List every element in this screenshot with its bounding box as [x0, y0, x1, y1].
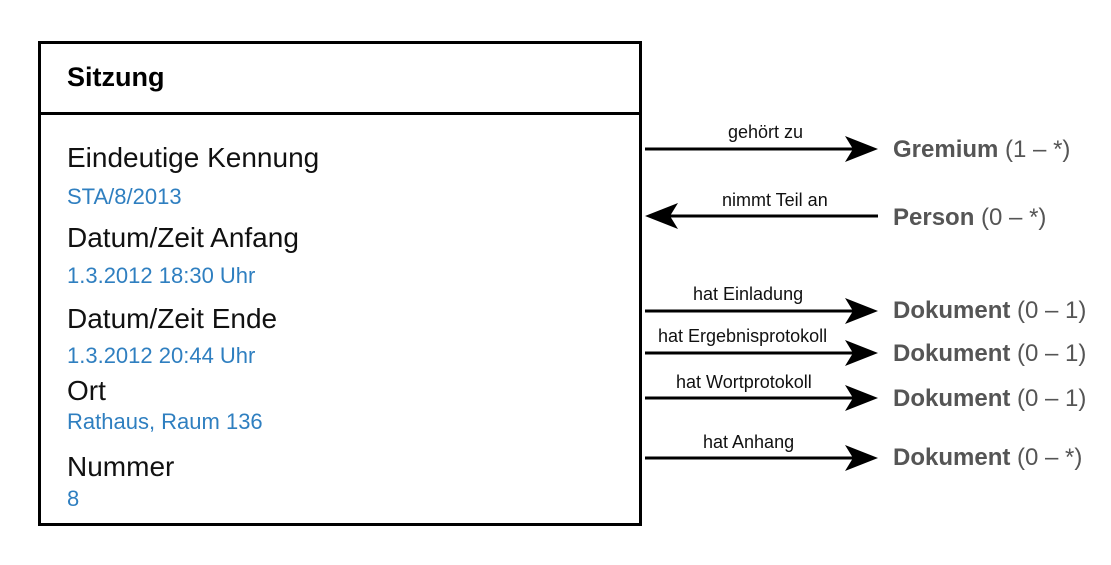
attr-label-nummer: Nummer [67, 451, 175, 482]
target-name: Gremium [893, 136, 999, 163]
target-cardinality: (0 – *) [981, 204, 1047, 231]
target-dokument-anhang: Dokument (0 – *) [893, 444, 1082, 472]
arrow-hat-anhang [645, 445, 878, 471]
entity-box-sitzung: Sitzung Eindeutige Kennung STA/8/2013 Da… [38, 41, 642, 526]
attr-label-ende: Datum/Zeit Ende [67, 303, 278, 334]
relation-label-hat-einladung: hat Einladung [693, 284, 804, 304]
attr-label-anfang: Datum/Zeit Anfang [67, 222, 299, 253]
target-cardinality: (0 – 1) [1017, 385, 1087, 412]
relation-label-nimmt-teil-an: nimmt Teil an [722, 190, 828, 210]
target-dokument-wortprotokoll: Dokument (0 – 1) [893, 385, 1086, 413]
target-gremium: Gremium (1 – *) [893, 136, 1070, 164]
target-name: Dokument [893, 340, 1011, 367]
attr-value-ort: Rathaus, Raum 136 [67, 409, 263, 434]
target-cardinality: (0 – 1) [1017, 297, 1087, 324]
target-person: Person (0 – *) [893, 204, 1046, 232]
target-cardinality: (1 – *) [1005, 136, 1071, 163]
target-cardinality: (0 – 1) [1017, 340, 1087, 367]
arrow-hat-ergebnisprotokoll [645, 340, 878, 366]
attr-label-kennung: Eindeutige Kennung [67, 142, 320, 173]
target-name: Dokument [893, 444, 1011, 471]
relation-label-hat-anhang: hat Anhang [703, 432, 795, 452]
attr-label-ort: Ort [67, 375, 106, 406]
arrow-nimmt-teil-an [645, 203, 878, 229]
arrow-hat-wortprotokoll [645, 385, 878, 411]
target-name: Dokument [893, 385, 1011, 412]
attr-value-nummer: 8 [67, 486, 80, 511]
attr-value-anfang: 1.3.2012 18:30 Uhr [67, 263, 256, 288]
target-dokument-ergebnisprotokoll: Dokument (0 – 1) [893, 340, 1086, 368]
target-dokument-einladung: Dokument (0 – 1) [893, 297, 1086, 325]
arrow-hat-einladung [645, 298, 878, 324]
target-cardinality: (0 – *) [1017, 444, 1083, 471]
target-name: Person [893, 204, 975, 231]
relation-label-hat-wortprotokoll: hat Wortprotokoll [676, 372, 812, 392]
arrow-gehoert-zu [645, 136, 878, 162]
attr-value-ende: 1.3.2012 20:44 Uhr [67, 343, 256, 368]
relation-label-gehoert-zu: gehört zu [728, 122, 804, 142]
target-name: Dokument [893, 297, 1011, 324]
entity-header: Sitzung [41, 44, 639, 115]
entity-title: Sitzung [67, 62, 165, 92]
relation-label-hat-ergebnisprotokoll: hat Ergebnisprotokoll [658, 326, 828, 346]
attr-value-kennung: STA/8/2013 [67, 184, 182, 209]
